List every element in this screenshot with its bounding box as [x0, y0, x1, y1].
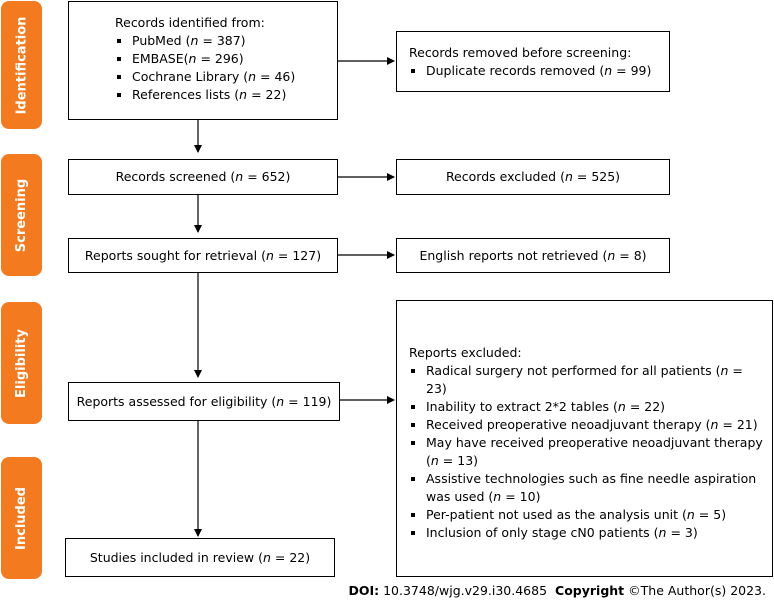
citation-footer: DOI: 10.3748/wjg.v29.i30.4685 Copyright …: [348, 583, 766, 598]
stage-included: Included: [1, 457, 42, 579]
records-removed-title: Records removed before screening:: [409, 45, 632, 60]
reports-assessed-box: Reports assessed for eligibility (n = 11…: [68, 382, 340, 421]
list-item: Radical surgery not performed for all pa…: [409, 362, 766, 398]
reports-not-retrieved-box: English reports not retrieved (n = 8): [396, 238, 670, 273]
list-item: Per-patient not used as the analysis uni…: [409, 506, 766, 524]
list-item: Inability to extract 2*2 tables (n = 22): [409, 398, 766, 416]
list-item: EMBASE(n = 296): [115, 50, 327, 68]
records-screened-box: Records screened (n = 652): [68, 159, 338, 195]
list-item: May have received preoperative neoadjuva…: [409, 434, 766, 470]
copyright-value: ©The Author(s) 2023.: [628, 583, 766, 598]
list-item: Received preoperative neoadjuvant therap…: [409, 416, 766, 434]
records-removed-box: Records removed before screening: Duplic…: [396, 31, 670, 92]
records-identified-title: Records identified from:: [115, 15, 265, 30]
reports-sought-box: Reports sought for retrieval (n = 127): [68, 238, 338, 273]
doi-value: 10.3748/wjg.v29.i30.4685: [383, 583, 548, 598]
stage-eligibility: Eligibility: [1, 302, 42, 424]
copyright-label: Copyright: [555, 583, 625, 598]
reports-excluded-title: Reports excluded:: [409, 345, 522, 360]
list-item: Assistive technologies such as fine need…: [409, 470, 766, 506]
stage-screening: Screening: [1, 154, 42, 276]
list-item: Duplicate records removed (n = 99): [409, 62, 659, 80]
list-item: Inclusion of only stage cN0 patients (n …: [409, 524, 766, 542]
doi-label: DOI:: [348, 583, 380, 598]
list-item: PubMed (n = 387): [115, 32, 327, 50]
records-identified-box: Records identified from: PubMed (n = 387…: [68, 1, 338, 120]
studies-included-box: Studies included in review (n = 22): [65, 538, 335, 577]
list-item: References lists (n = 22): [115, 86, 327, 104]
records-excluded-box: Records excluded (n = 525): [396, 159, 670, 195]
list-item: Cochrane Library (n = 46): [115, 68, 327, 86]
stage-identification: Identification: [1, 1, 42, 129]
reports-excluded-box: Reports excluded: Radical surgery not pe…: [396, 300, 773, 577]
